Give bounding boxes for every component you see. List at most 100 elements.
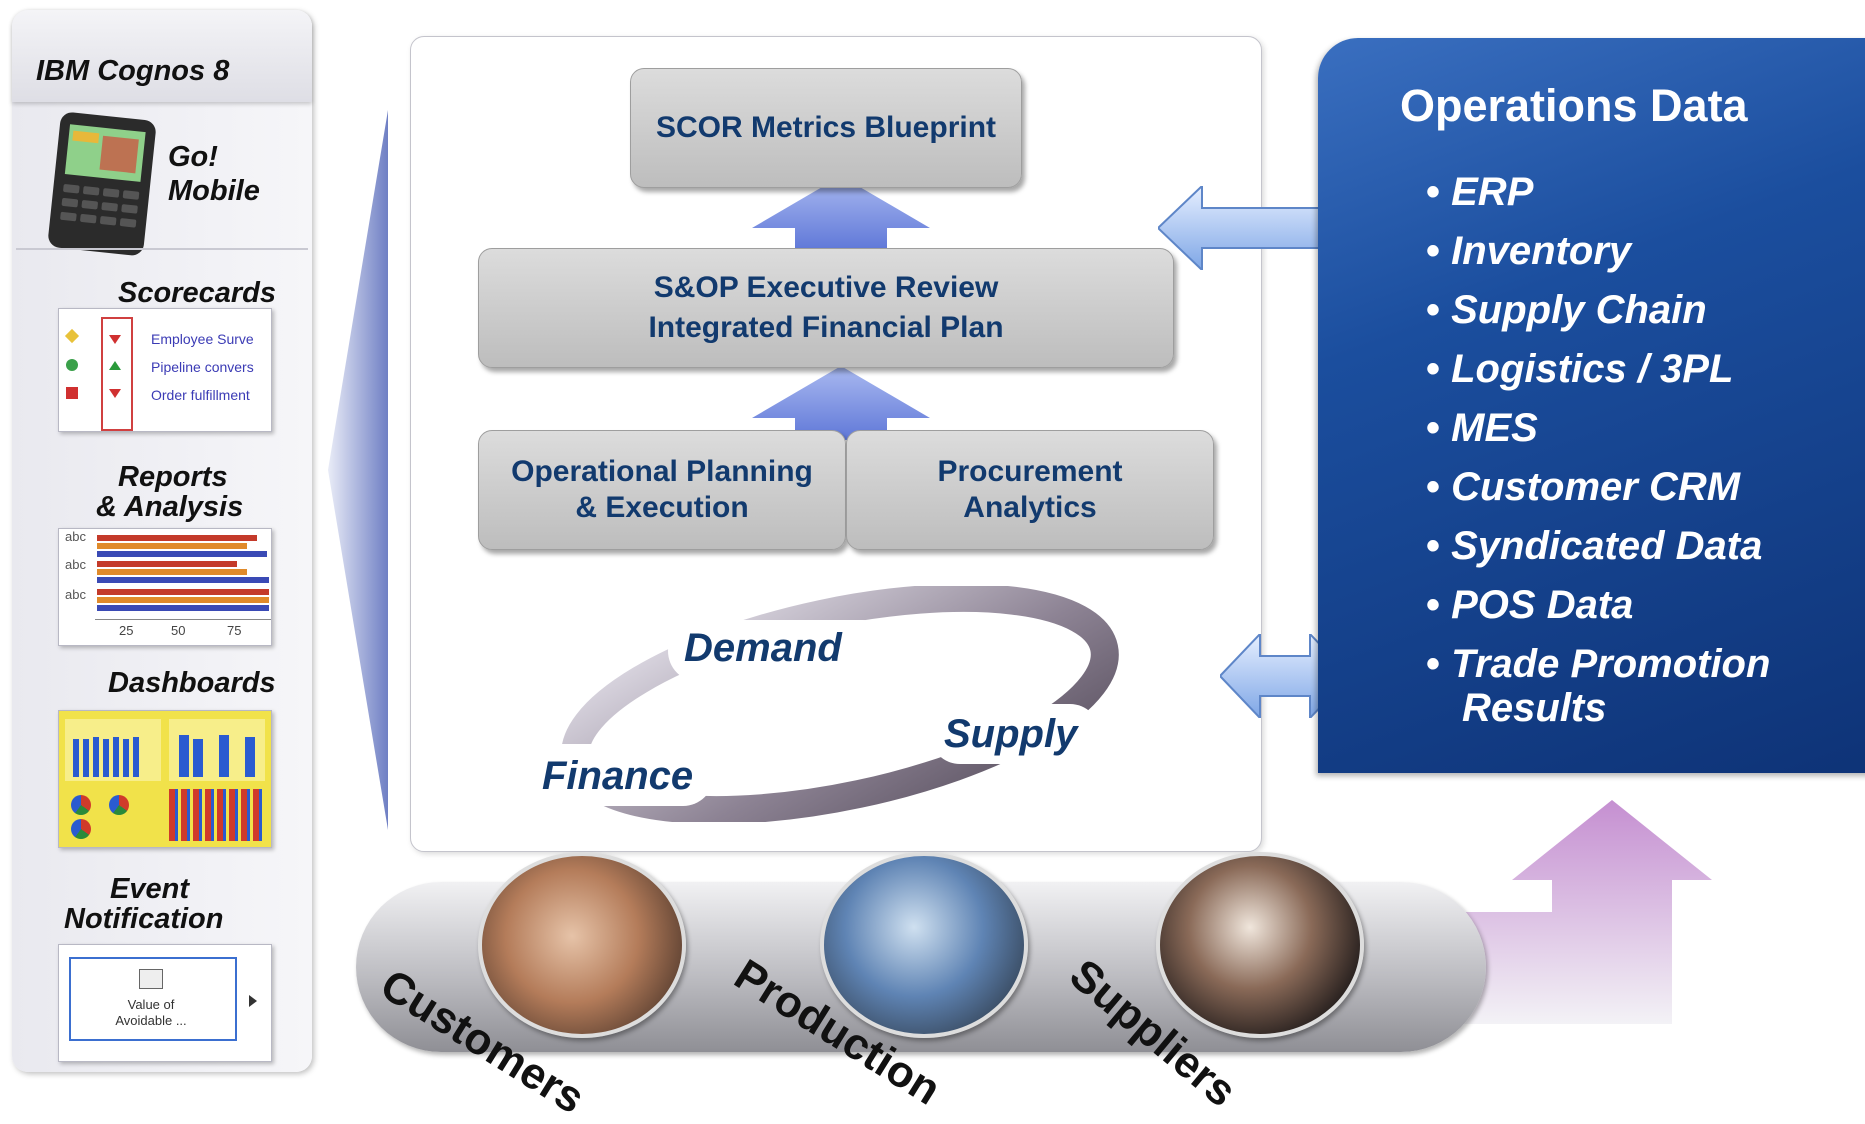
report-tick-label: 50 [171,623,186,638]
mobile-phone-icon[interactable] [36,110,170,258]
operations-item-text: Logistics / 3PL [1451,347,1734,391]
bullet-icon: • [1426,583,1452,627]
calendar-icon [139,969,163,989]
operations-item: • Logistics / 3PL [1426,347,1733,391]
reports-thumbnail[interactable]: abc abc abc 25 50 75 [58,528,272,646]
pie-chart-icon [109,795,129,815]
operations-data-panel [1318,38,1865,773]
report-bar [97,569,247,575]
operations-item-text: Trade Promotion [1451,642,1771,686]
operations-item: • Trade Promotion [1426,642,1770,686]
event-label-line2: Notification [64,903,224,935]
operations-item: • Supply Chain [1426,288,1707,332]
dashboard-chart-panel [169,719,265,781]
procurement-analytics-box[interactable]: Procurement Analytics [846,430,1214,550]
operational-line2: & Execution [575,491,749,524]
sop-review-box[interactable]: S&OP Executive Review Integrated Financi… [478,248,1174,368]
down-trend-icon [109,335,121,344]
event-thumbnail[interactable]: Value of Avoidable ... [58,944,272,1062]
bullet-icon: • [1426,524,1452,568]
event-card-text: Avoidable ... [115,1013,187,1028]
scorecard-row: Employee Surve [151,331,254,347]
trend-column-box [101,317,133,431]
report-axis-line [95,619,271,620]
sop-review-line2: Integrated Financial Plan [648,311,1004,344]
bullet-icon: • [1426,229,1452,273]
stacked-bar-panel [169,789,265,841]
report-bar [97,535,257,541]
up-arrow-icon [752,176,930,250]
pie-chart-icon [71,819,91,839]
up-arrow-icon [752,366,930,440]
operations-item-text: Supply Chain [1451,288,1707,332]
report-row-label: abc [65,529,86,544]
mobile-label-line2: Mobile [168,175,260,207]
diamond-status-icon [64,328,80,344]
report-bar [97,561,237,567]
operations-title: Operations Data [1400,80,1748,131]
operations-item-text: MES [1451,406,1538,450]
report-bar [97,589,269,595]
bullet-icon: • [1426,170,1452,214]
operations-item-continuation: Results [1462,686,1607,730]
operations-item: • MES [1426,406,1538,450]
customers-photo [478,852,686,1038]
operations-item: • Inventory [1426,229,1631,273]
operations-item-text: Inventory [1451,229,1632,273]
cycle-label-bg [668,620,894,682]
cycle-finance: Finance [542,754,694,798]
bullet-icon: • [1426,406,1452,450]
zoom-funnel [318,110,390,830]
scorecards-label: Scorecards [118,277,276,309]
procurement-line2: Analytics [963,491,1097,524]
scor-metrics-box[interactable]: SCOR Metrics Blueprint [630,68,1022,188]
report-bar [97,543,247,549]
scorecards-thumbnail[interactable]: Employee Surve Pipeline convers Order fu… [58,308,272,432]
cognos-header-bar [12,10,312,102]
down-trend-icon [109,389,121,398]
procurement-line1: Procurement [937,455,1123,488]
operational-planning-box[interactable]: Operational Planning & Execution [478,430,846,550]
report-bar [97,577,269,583]
reports-label-line1: Reports [118,461,228,493]
bullet-icon: • [1426,642,1452,686]
event-label-line1: Event [110,873,189,905]
operations-item-text: Customer CRM [1451,465,1741,509]
report-row-label: abc [65,587,86,602]
operations-item: • Syndicated Data [1426,524,1762,568]
cycle-label-bg [930,704,1100,764]
bullet-icon: • [1426,347,1452,391]
report-bar [97,597,269,603]
operations-item-text: Syndicated Data [1451,524,1763,568]
cycle-label-bg [530,744,714,806]
report-bar [97,605,269,611]
dashboard-chart-panel [65,719,161,781]
cycle-demand: Demand [684,626,842,670]
event-card-text: Value of [127,997,175,1012]
pie-chart-icon [71,795,91,815]
square-status-icon [66,387,78,399]
dashboards-thumbnail[interactable] [58,710,272,848]
dashboards-label: Dashboards [108,667,276,699]
scorecard-row: Pipeline convers [151,359,254,375]
chevron-right-icon[interactable] [249,995,257,1007]
report-tick-label: 25 [119,623,134,638]
report-tick-label: 75 [227,623,242,638]
scor-metrics-label: SCOR Metrics Blueprint [655,111,997,144]
operations-item-text: ERP [1451,170,1534,214]
scorecard-row: Order fulfillment [151,387,250,403]
operations-item-text: POS Data [1451,583,1634,627]
production-photo [820,852,1028,1038]
report-bar [97,551,267,557]
up-trend-icon [109,361,121,370]
upload-arrow-icon [1460,800,1840,1030]
mobile-label-line1: Go! [168,141,218,173]
report-row-label: abc [65,557,86,572]
circle-status-icon [66,359,78,371]
operations-item: • POS Data [1426,583,1633,627]
cognos-title: IBM Cognos 8 [36,55,230,87]
suppliers-photo [1156,852,1364,1038]
bullet-icon: • [1426,465,1452,509]
bullet-icon: • [1426,288,1452,332]
sidebar-divider [16,248,308,250]
